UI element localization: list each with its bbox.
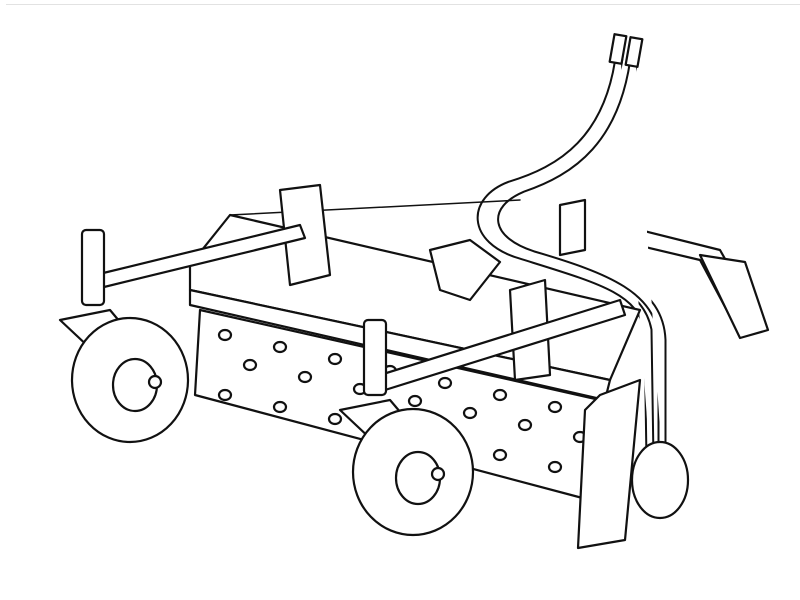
tine <box>217 388 233 402</box>
tine <box>327 412 343 426</box>
front-caster-wheel <box>338 318 475 537</box>
hydraulic-hoses <box>476 33 667 465</box>
rake-drum <box>193 308 602 502</box>
tine <box>492 448 508 462</box>
tine <box>272 400 288 414</box>
end-plate <box>576 378 642 550</box>
top-border <box>6 4 800 5</box>
hose-fitting <box>608 33 628 65</box>
tine <box>407 394 423 408</box>
tine <box>437 376 453 390</box>
tine <box>547 460 563 474</box>
tine <box>517 418 533 432</box>
tine <box>272 340 288 354</box>
tine <box>462 406 478 420</box>
tine <box>492 388 508 402</box>
tine <box>242 358 258 372</box>
center-hitch <box>428 238 502 302</box>
tine <box>297 370 313 384</box>
side-roller <box>630 440 690 520</box>
tine <box>547 400 563 414</box>
left-caster-wheel <box>58 228 190 444</box>
tine <box>327 352 343 366</box>
hose-fitting <box>624 36 644 68</box>
tine <box>217 328 233 342</box>
caster-arms <box>93 223 627 392</box>
